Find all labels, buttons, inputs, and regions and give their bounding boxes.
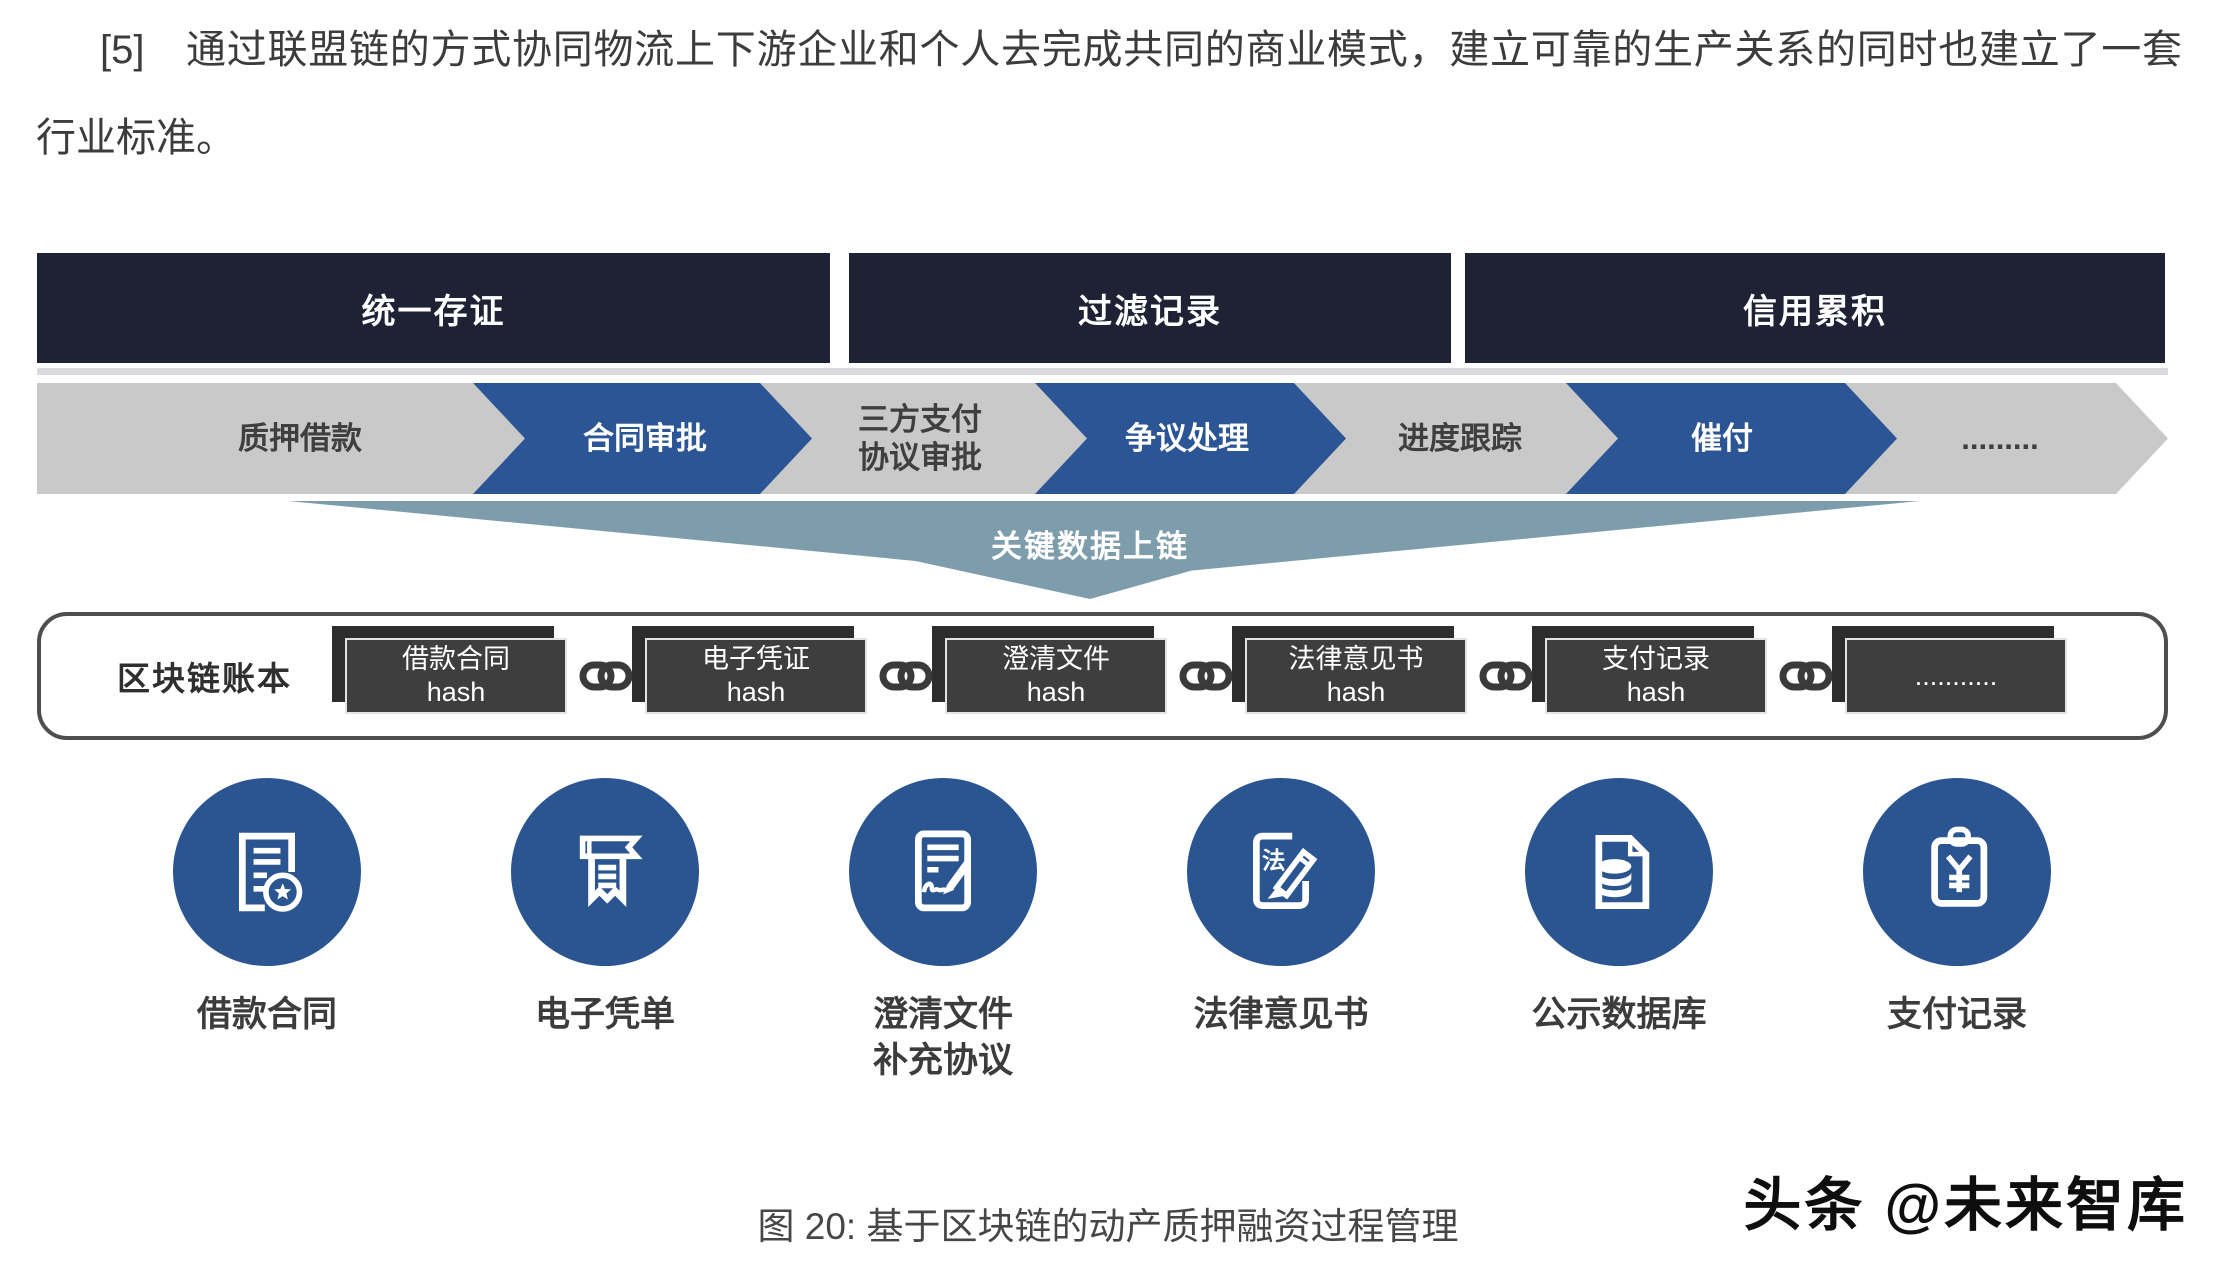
hash-block-evoucher: 电子凭证 hash xyxy=(632,626,867,714)
hash-block-hash: hash xyxy=(1326,677,1386,707)
signed-document-icon xyxy=(915,830,971,912)
chain-link-icon xyxy=(579,658,633,694)
doc-item-clarification-agreement: 澄清文件 补充协议 xyxy=(783,778,1103,1084)
doc-item-loan-contract: 借款合同 xyxy=(107,778,427,1038)
hash-block-name: 借款合同 xyxy=(402,644,510,674)
process-flow-band: 质押借款 合同审批 三方支付 协议审批 争议处理 进度跟踪 催付 .......… xyxy=(37,383,2168,494)
hash-block-ellipsis: ........... xyxy=(1832,626,2067,714)
watermark: 头条 @未来智库 xyxy=(1743,1173,2188,1238)
figure-caption: 图 20: 基于区块链的动产质押融资过程管理 xyxy=(757,1206,1459,1247)
process-step-third-party-payment: 三方支付 协议审批 xyxy=(858,401,982,475)
phase-bar-filter-records: 过滤记录 xyxy=(849,253,1451,363)
process-step-ellipsis: ......... xyxy=(1961,420,2039,456)
doc-item-legal-opinion: 法 法律意见书 xyxy=(1121,778,1441,1038)
doc-label: 支付记录 xyxy=(1886,995,2027,1034)
hash-block-loan-contract: 借款合同 hash xyxy=(332,626,567,714)
database-document-icon xyxy=(1595,835,1650,909)
chain-link-icon xyxy=(879,658,933,694)
doc-label: 借款合同 xyxy=(196,995,337,1034)
payment-clipboard-icon xyxy=(1931,826,1988,907)
phase-bar-unified-deposit: 统一存证 xyxy=(37,253,830,363)
doc-label: 澄清文件 补充协议 xyxy=(872,995,1013,1080)
process-step-payment-reminder: 催付 xyxy=(1691,420,1753,456)
hash-block-name: 电子凭证 xyxy=(702,644,810,674)
chevron-arrow xyxy=(1566,383,1897,494)
hash-block-name: 支付记录 xyxy=(1602,644,1710,674)
hash-block-payment-record: 支付记录 hash xyxy=(1532,626,1767,714)
key-data-funnel: 关键数据上链 xyxy=(37,497,2168,603)
hash-block-name: 法律意见书 xyxy=(1288,644,1424,674)
ledger-title: 区块链账本 xyxy=(117,660,292,697)
doc-item-payment-record: 支付记录 xyxy=(1797,778,2117,1038)
process-step-dispute-handling: 争议处理 xyxy=(1125,420,1249,456)
svg-text:法: 法 xyxy=(1262,848,1286,874)
phase-bar-label: 统一存证 xyxy=(361,292,506,331)
contract-seal-icon xyxy=(239,832,303,912)
phase-bar-label: 信用累积 xyxy=(1743,292,1887,331)
funnel-label: 关键数据上链 xyxy=(991,529,1189,564)
receipt-icon xyxy=(579,835,643,907)
process-step-progress-tracking: 进度跟踪 xyxy=(1398,420,1522,456)
doc-item-public-database: 公示数据库 xyxy=(1459,778,1779,1038)
funnel-triangle-icon xyxy=(288,501,1920,599)
hash-block-hash: hash xyxy=(426,677,486,707)
chevron-arrow xyxy=(473,383,812,494)
doc-item-evoucher: 电子凭单 xyxy=(445,778,765,1038)
doc-label: 法律意见书 xyxy=(1193,995,1369,1034)
hash-block-legal-opinion: 法律意见书 hash xyxy=(1232,626,1467,714)
hash-block-hash: hash xyxy=(1026,677,1086,707)
chain-link-icon xyxy=(1479,658,1533,694)
doc-label: 公示数据库 xyxy=(1531,995,1707,1034)
phase-bar-label: 过滤记录 xyxy=(1078,292,1222,331)
chain-link-icon xyxy=(1779,658,1833,694)
process-step-pledge-loan: 质押借款 xyxy=(238,420,362,456)
legal-pencil-icon: 法 xyxy=(1253,832,1318,909)
hash-block-clarification: 澄清文件 hash xyxy=(932,626,1167,714)
hash-block-name: ........... xyxy=(1914,660,1998,691)
hash-block-hash: hash xyxy=(1626,677,1686,707)
blockchain-ledger-box: 区块链账本 借款合同 hash 电子凭证 hash 澄清文件 has xyxy=(37,612,2168,740)
hash-block-name: 澄清文件 xyxy=(1002,644,1110,674)
divider xyxy=(37,368,2168,375)
body-paragraph: [5] 通过联盟链的方式协同物流上下游企业和个人去完成共同的商业模式，建立可靠的… xyxy=(36,28,2182,160)
chain-link-icon xyxy=(1179,658,1233,694)
doc-label: 电子凭单 xyxy=(534,995,675,1034)
process-step-contract-approval: 合同审批 xyxy=(583,420,707,456)
hash-block-hash: hash xyxy=(726,677,786,707)
phase-bar-credit-accumulation: 信用累积 xyxy=(1465,253,2165,363)
